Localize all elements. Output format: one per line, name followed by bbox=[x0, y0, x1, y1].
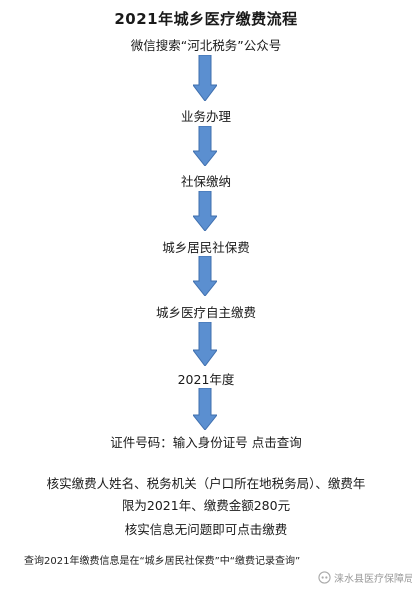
watermark-text: 涞水县医疗保障局 bbox=[334, 574, 412, 585]
step-urban-rural-fee: 城乡居民社保费 bbox=[162, 240, 250, 255]
watermark: 涞水县医疗保障局 bbox=[318, 570, 412, 585]
flow-arrow-2 bbox=[193, 126, 217, 166]
flow-arrow-1 bbox=[193, 55, 217, 101]
flow-arrow-6 bbox=[193, 388, 217, 430]
verify-line-2: 限为2021年、缴费金额280元 bbox=[121, 498, 291, 513]
wechat-logo-icon bbox=[318, 571, 331, 584]
flow-arrow-3 bbox=[193, 191, 217, 231]
step-year-2021: 2021年度 bbox=[177, 372, 235, 387]
verify-line-1: 核实缴费人姓名、税务机关（户口所在地税务局）、缴费年 bbox=[46, 476, 366, 491]
step-social-insurance: 社保缴纳 bbox=[180, 174, 231, 189]
flow-arrow-5 bbox=[193, 322, 217, 366]
step-medical-self-pay: 城乡医疗自主缴费 bbox=[155, 305, 256, 320]
step-business: 业务办理 bbox=[180, 109, 231, 124]
step-search-account: 微信搜索“河北税务”公众号 bbox=[130, 38, 282, 53]
footnote-query-hint: 查询2021年缴费信息是在“城乡居民社保费”中“缴费记录查询” bbox=[24, 556, 301, 567]
step-id-query: 证件号码：输入身份证号 点击查询 bbox=[110, 435, 302, 450]
page-title: 2021年城乡医疗缴费流程 bbox=[114, 10, 298, 28]
verify-line-3: 核实信息无问题即可点击缴费 bbox=[124, 522, 288, 537]
flow-arrow-4 bbox=[193, 256, 217, 296]
